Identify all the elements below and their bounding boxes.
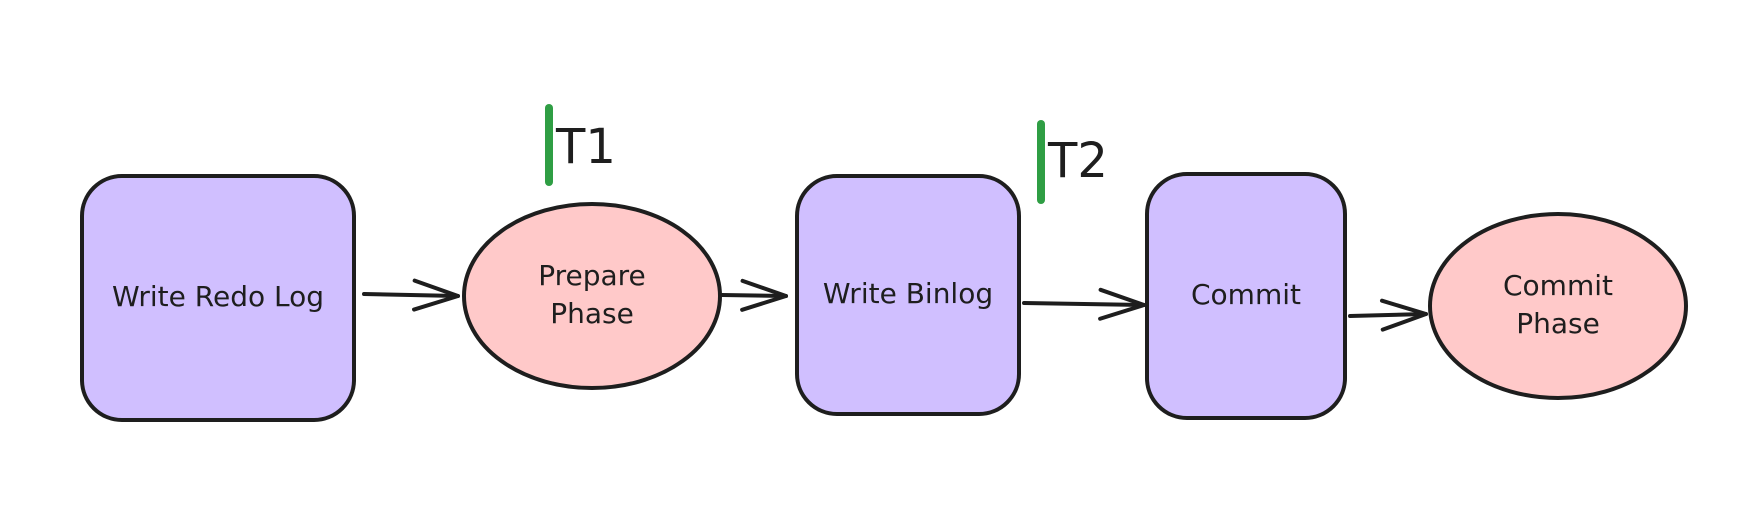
node-label: Phase bbox=[1516, 307, 1600, 340]
arrow-prepare-phase-to-write-binlog bbox=[720, 278, 788, 312]
node-label: Commit bbox=[1503, 269, 1613, 302]
arrowhead-icon bbox=[412, 278, 460, 312]
node-label: Commit bbox=[1191, 278, 1301, 311]
rounded-rect-shape bbox=[1145, 172, 1347, 420]
arrow-write-binlog-to-commit bbox=[1022, 287, 1146, 321]
edges-layer bbox=[362, 278, 1428, 332]
ellipse-shape bbox=[1428, 212, 1688, 400]
node-commit[interactable]: Commit bbox=[1145, 172, 1347, 420]
node-label: Phase bbox=[550, 297, 634, 330]
arrowhead-icon bbox=[740, 278, 788, 312]
marker-t1: T1 bbox=[545, 104, 616, 186]
ellipse-shape bbox=[462, 202, 722, 390]
arrowhead-icon bbox=[1379, 298, 1428, 332]
node-label: Write Redo Log bbox=[112, 280, 324, 313]
rounded-rect-shape bbox=[80, 174, 356, 422]
marker-label: T2 bbox=[1047, 133, 1108, 189]
marker-label: T1 bbox=[555, 119, 616, 175]
node-write-binlog[interactable]: Write Binlog bbox=[795, 174, 1021, 416]
arrowhead-icon bbox=[1098, 287, 1146, 321]
marker-t2: T2 bbox=[1037, 120, 1108, 204]
markers-layer: T1 T2 bbox=[545, 104, 1108, 204]
rounded-rect-shape bbox=[795, 174, 1021, 416]
node-write-redo-log[interactable]: Write Redo Log bbox=[80, 174, 356, 422]
node-label: Write Binlog bbox=[823, 277, 993, 310]
arrow-write-redo-log-to-prepare-phase bbox=[362, 278, 460, 312]
node-label: Prepare bbox=[538, 259, 646, 292]
arrow-commit-to-commit-phase bbox=[1348, 298, 1428, 332]
